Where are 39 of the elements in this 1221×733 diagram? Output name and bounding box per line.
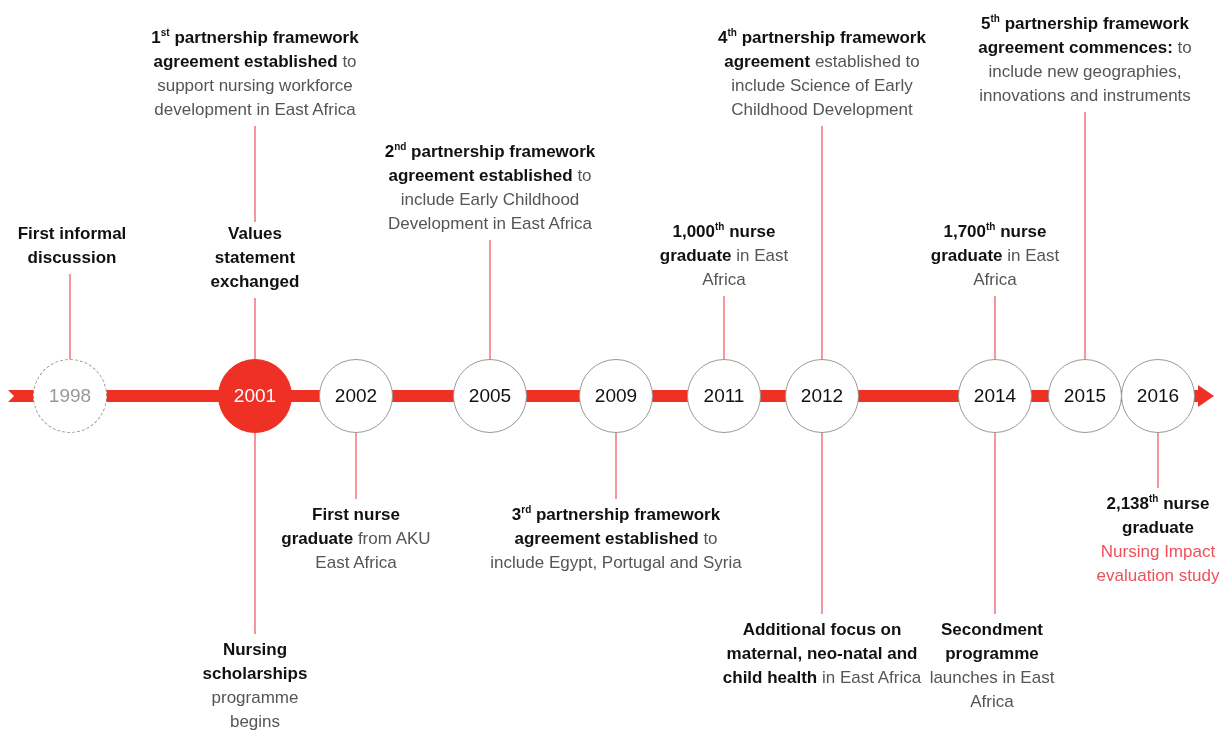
milestone-text: 1$^{st}$ partnership framework agreement established to support nursing workforce development in East Africa — [130, 26, 380, 122]
milestone-text: 3$^{rd}$ partnership framework agreement established to include Egypt, Portugal and Syria — [486, 503, 746, 575]
year-circle: 2005 — [453, 359, 527, 433]
milestone-text: First nurse graduate from AKU East Africa — [281, 503, 431, 575]
year-circle: 2001 — [218, 359, 292, 433]
milestone-text: 1,000$^{th}$ nurse graduate in East Africa — [644, 220, 804, 292]
leader-line — [254, 125, 256, 223]
year-circle: 2016 — [1121, 359, 1195, 433]
milestone-text: Additional focus on maternal, neo-natal and child health in East Africa — [722, 618, 922, 690]
year-circle: 2014 — [958, 359, 1032, 433]
leader-line — [821, 125, 823, 360]
year-circle: 1998 — [33, 359, 107, 433]
milestone-text: 2$^{nd}$ partnership framework agreement established to include Early Childhood Development in East Africa — [380, 140, 600, 236]
leader-line — [994, 432, 996, 615]
milestone-text: 2,138$^{th}$ nurse graduate — [1105, 492, 1211, 539]
leader-line — [1157, 432, 1159, 489]
leader-line — [489, 239, 491, 360]
year-circle: 2002 — [319, 359, 393, 433]
leader-line — [1084, 111, 1086, 360]
milestone-text: Nursing scholarships programme begins — [190, 638, 320, 733]
leader-line — [821, 432, 823, 615]
milestone-text: Secondment programme launches in East Africa — [927, 618, 1057, 714]
leader-line — [723, 295, 725, 360]
leader-line — [615, 432, 617, 500]
leader-line — [69, 273, 71, 360]
leader-line — [355, 432, 357, 500]
year-circle: 2012 — [785, 359, 859, 433]
leader-line — [254, 432, 256, 635]
milestone-text: Values statement exchanged — [190, 222, 320, 294]
milestone-text: 4$^{th}$ partnership framework agreement established to include Science of Early Childhood Development — [712, 26, 932, 122]
year-circle: 2015 — [1048, 359, 1122, 433]
milestone-note: Nursing Impact evaluation study — [1096, 541, 1220, 587]
year-circle: 2009 — [579, 359, 653, 433]
milestone-text: 5$^{th}$ partnership framework agreement commences: to include new geographies, innovations and instruments — [975, 12, 1195, 108]
milestone-text: 1,700$^{th}$ nurse graduate in East Africa — [915, 220, 1075, 292]
milestone-text: First informal discussion — [2, 222, 142, 270]
leader-line — [254, 297, 256, 360]
year-circle: 2011 — [687, 359, 761, 433]
leader-line — [994, 295, 996, 360]
